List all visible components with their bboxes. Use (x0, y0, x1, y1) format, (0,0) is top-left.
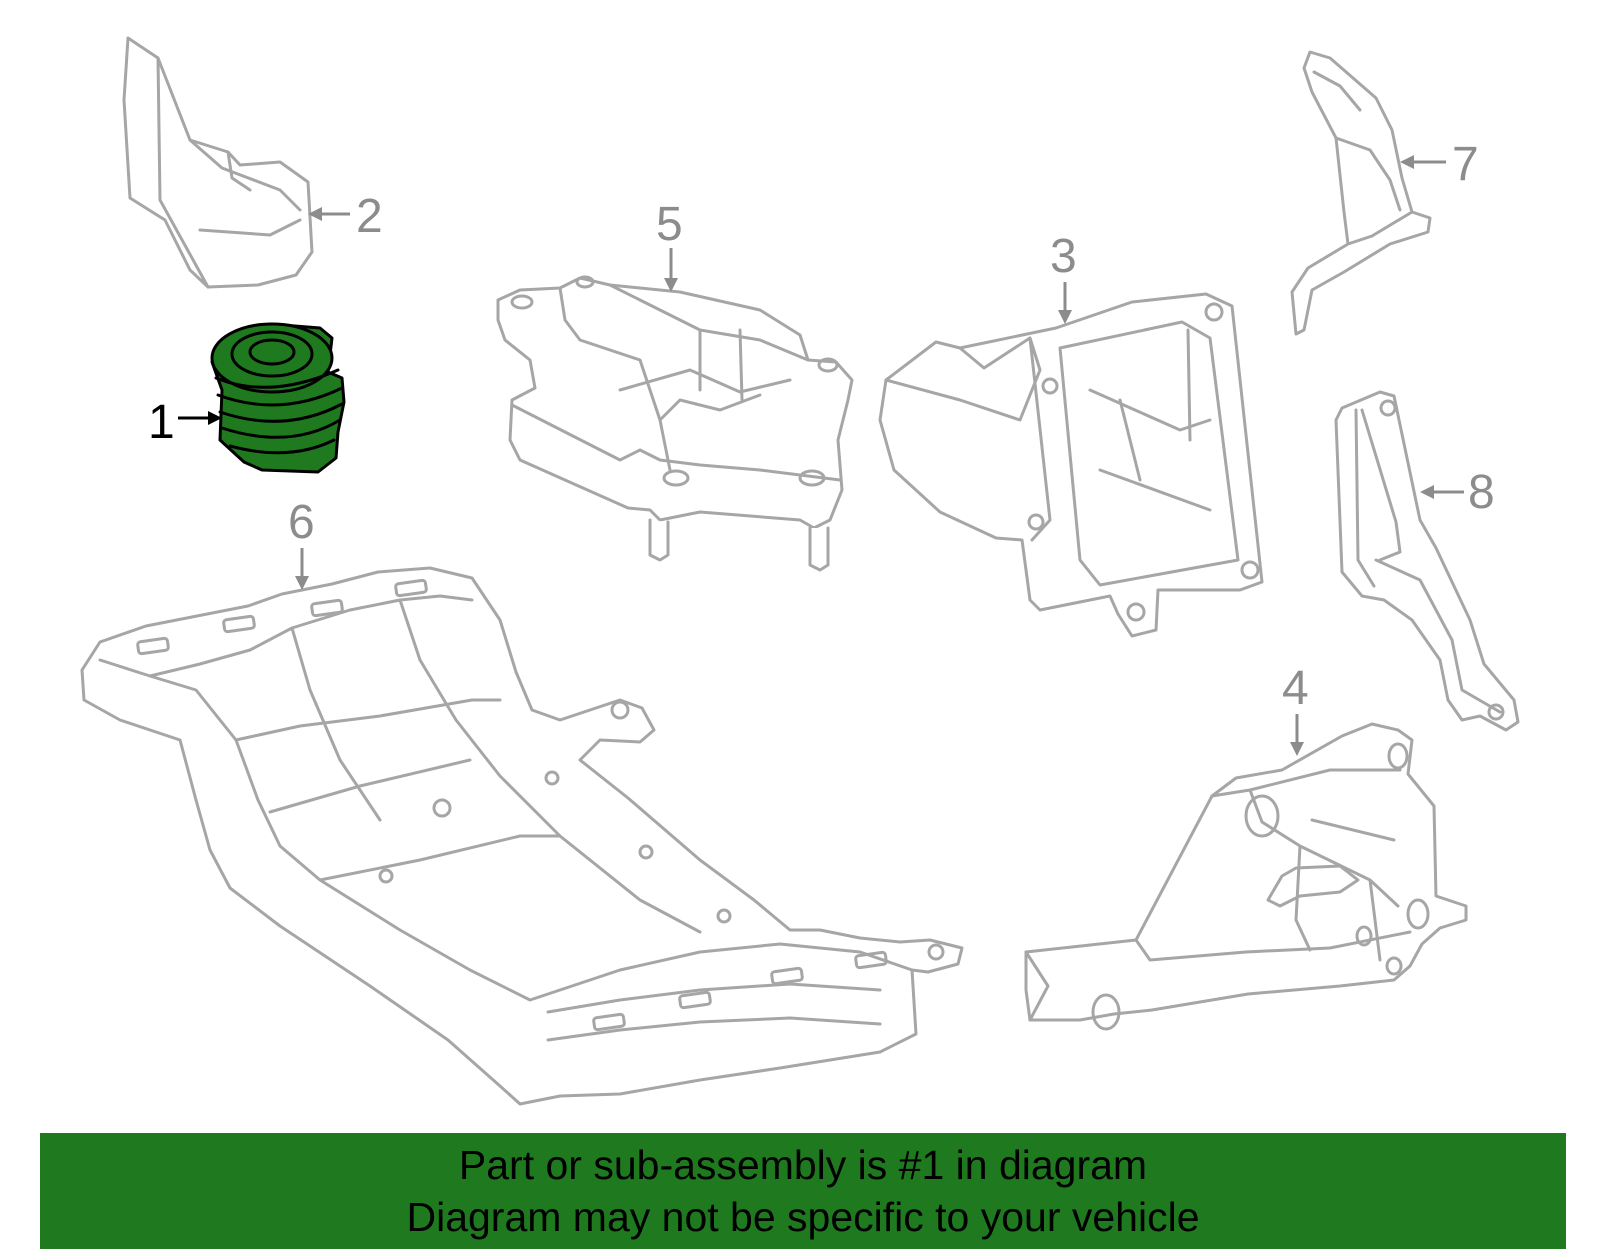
part-5-bracket[interactable] (496, 275, 854, 572)
callout-7-label: 7 (1452, 138, 1479, 191)
callout-2-label: 2 (356, 190, 383, 243)
part-1-mount[interactable] (210, 322, 346, 474)
callout-8-label: 8 (1468, 466, 1495, 519)
callout-3-label: 3 (1050, 230, 1077, 283)
banner-line-1: Part or sub-assembly is #1 in diagram (458, 1142, 1148, 1188)
part-2-shield[interactable] (122, 36, 314, 289)
callout-3-arrow (1058, 282, 1072, 324)
part-8-bracket[interactable] (1334, 390, 1520, 732)
callout-6-label: 6 (288, 496, 315, 549)
callout-1-arrow (178, 411, 222, 425)
callout-7-arrow (1400, 155, 1446, 169)
callout-6-arrow (295, 548, 309, 590)
callout-4-arrow (1290, 714, 1304, 756)
part-7-bracket[interactable] (1290, 50, 1432, 336)
banner-line-2: Diagram may not be specific to your vehi… (406, 1194, 1200, 1240)
callout-2-arrow (308, 207, 350, 221)
info-banner: Part or sub-assembly is #1 in diagram Di… (40, 1133, 1566, 1249)
callout-8-arrow (1420, 485, 1464, 499)
part-4-bracket[interactable] (1024, 722, 1468, 1031)
part-3-bracket[interactable] (878, 292, 1264, 638)
callout-1-label: 1 (148, 396, 175, 449)
callout-5-arrow (664, 248, 678, 292)
callout-4-label: 4 (1282, 662, 1309, 715)
callout-5-label: 5 (656, 198, 683, 251)
part-6-subframe[interactable] (80, 566, 964, 1106)
